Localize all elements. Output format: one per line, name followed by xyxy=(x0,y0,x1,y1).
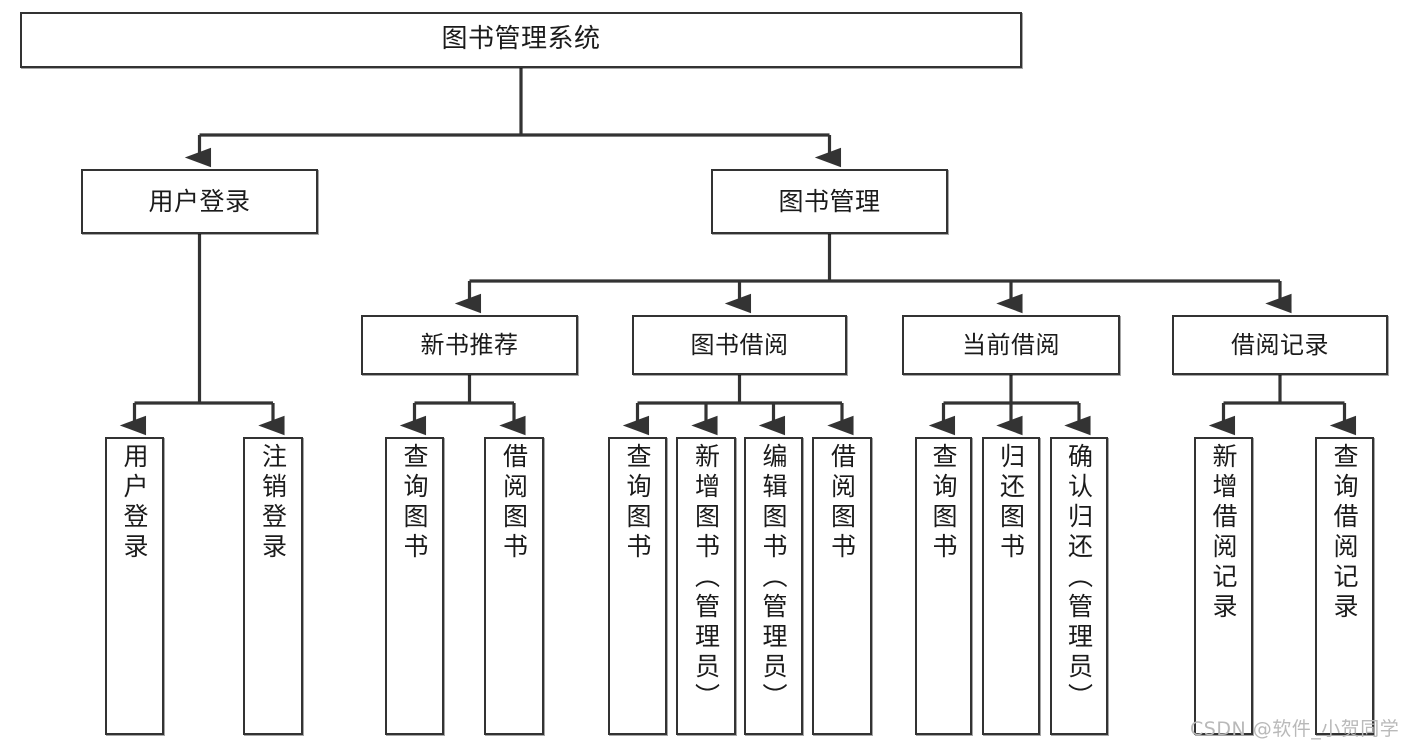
node-label: 查询借阅记录 xyxy=(1330,443,1359,623)
node-label: 当前借阅 xyxy=(962,330,1060,359)
node-login[interactable]: 用户登录 xyxy=(81,169,318,234)
node-current[interactable]: 当前借阅 xyxy=(902,315,1120,375)
node-label: 新增借阅记录 xyxy=(1209,443,1238,623)
node-label: 查询图书 xyxy=(400,443,429,563)
node-leaf-cur-1[interactable]: 查询图书 xyxy=(915,437,972,735)
node-label: 用户登录 xyxy=(120,443,149,563)
node-leaf-borrow-3[interactable]: 编辑图书（管理员） xyxy=(744,437,803,735)
node-label: 借阅记录 xyxy=(1231,330,1329,359)
node-leaf-new-2[interactable]: 借阅图书 xyxy=(484,437,544,735)
node-root[interactable]: 图书管理系统 xyxy=(20,12,1022,68)
node-leaf-borrow-2[interactable]: 新增图书（管理员） xyxy=(676,437,736,735)
node-label: 用户登录 xyxy=(148,186,251,216)
node-label: 借阅图书 xyxy=(499,443,529,563)
node-label: 图书借阅 xyxy=(690,330,789,359)
node-label: 新书推荐 xyxy=(420,330,519,359)
node-newbook[interactable]: 新书推荐 xyxy=(361,315,578,375)
node-leaf-login-1[interactable]: 用户登录 xyxy=(105,437,164,735)
node-leaf-cur-3[interactable]: 确认归还（管理员） xyxy=(1050,437,1108,735)
node-label: 借阅图书 xyxy=(827,443,857,563)
node-leaf-borrow-1[interactable]: 查询图书 xyxy=(608,437,667,735)
node-leaf-rec-2[interactable]: 查询借阅记录 xyxy=(1315,437,1374,735)
node-label: 查询图书 xyxy=(929,443,958,563)
node-records[interactable]: 借阅记录 xyxy=(1172,315,1388,375)
node-label: 注销登录 xyxy=(258,443,288,563)
node-bookmgmt[interactable]: 图书管理 xyxy=(711,169,948,234)
node-leaf-borrow-4[interactable]: 借阅图书 xyxy=(812,437,872,735)
node-label: 图书管理系统 xyxy=(441,24,601,55)
node-leaf-cur-2[interactable]: 归还图书 xyxy=(982,437,1040,735)
node-label: 确认归还（管理员） xyxy=(1064,443,1094,713)
node-label: 新增图书（管理员） xyxy=(691,443,721,713)
node-leaf-rec-1[interactable]: 新增借阅记录 xyxy=(1194,437,1253,735)
node-leaf-new-1[interactable]: 查询图书 xyxy=(385,437,444,735)
node-label: 编辑图书（管理员） xyxy=(759,443,788,713)
node-label: 图书管理 xyxy=(778,186,881,216)
watermark: CSDN @软件_小贺同学 xyxy=(1190,718,1400,740)
node-borrow[interactable]: 图书借阅 xyxy=(632,315,847,375)
node-label: 查询图书 xyxy=(623,443,652,563)
node-label: 归还图书 xyxy=(996,443,1026,563)
node-leaf-login-2[interactable]: 注销登录 xyxy=(243,437,303,735)
